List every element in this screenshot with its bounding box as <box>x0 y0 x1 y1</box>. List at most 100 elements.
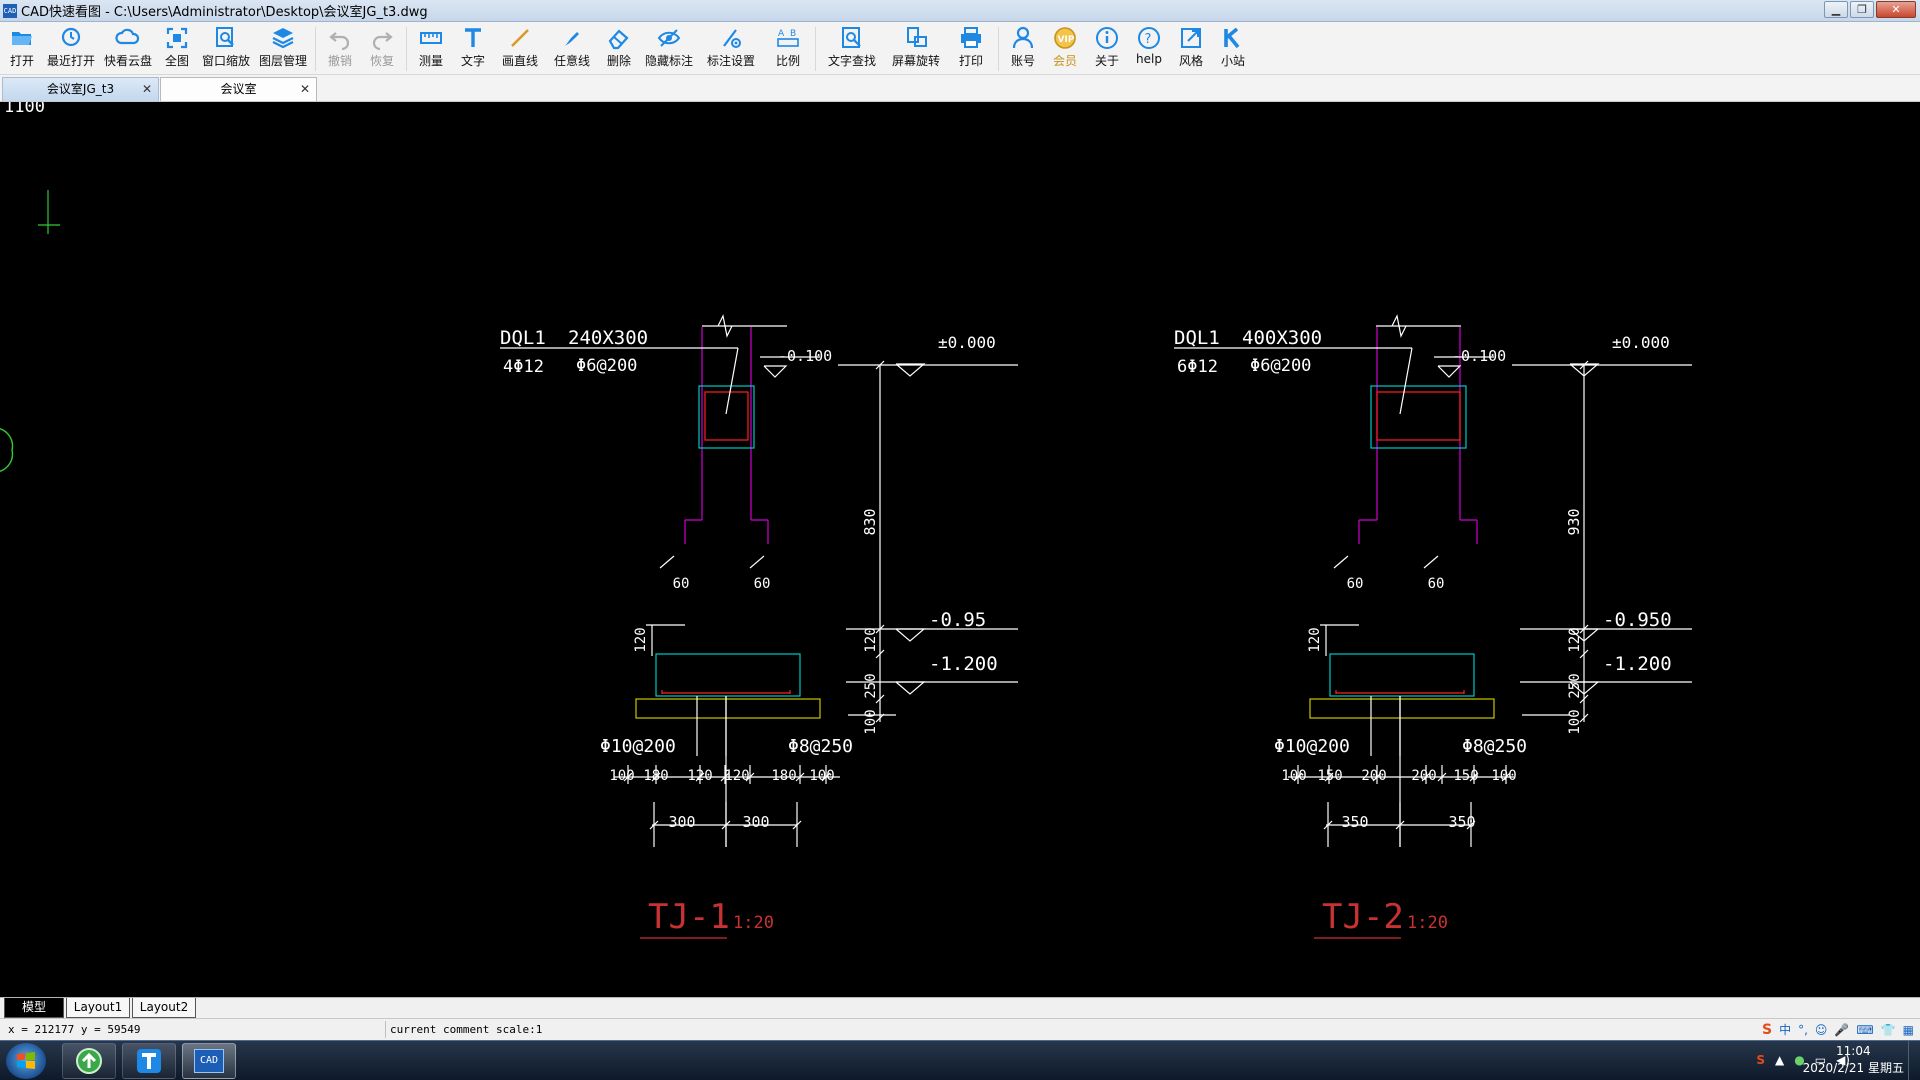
network-icon[interactable]: ▭ <box>1814 1053 1827 1067</box>
maximize-button[interactable]: ❐ <box>1850 1 1874 18</box>
windows-taskbar: CAD S ▲ ● ▭ ◀) 11:04 2020/2/21 星期五 <box>0 1040 1920 1080</box>
status-divider <box>385 1021 386 1038</box>
toolbar-button-1[interactable]: 最近打开 <box>42 22 100 75</box>
svg-text:?: ? <box>1145 32 1152 47</box>
toolbar-button-16[interactable]: 文字查找 <box>819 22 885 75</box>
vertical-dimension: 120 <box>1307 627 1323 652</box>
main-rebar-label: 4Φ12 <box>503 357 544 377</box>
dimension-value: 200 <box>1411 768 1436 784</box>
toolbar-button-6[interactable]: 撤销 <box>319 22 361 75</box>
fit-all-icon <box>164 26 190 50</box>
toolbar-button-10[interactable]: 画直线 <box>494 22 546 75</box>
footing-block <box>655 653 801 697</box>
dimension-value: 100 <box>809 768 834 784</box>
toolbar-button-14[interactable]: 标注设置 <box>698 22 764 75</box>
window-controls: ▁ ❐ ✕ <box>1824 1 1916 18</box>
dimension-tick <box>875 694 885 704</box>
toolbar-button-8[interactable]: 测量 <box>410 22 452 75</box>
toolbar-button-label: 账号 <box>1010 54 1035 68</box>
browser-icon <box>76 1048 102 1074</box>
toolbar-button-label: 关于 <box>1094 54 1119 68</box>
sogou-icon[interactable]: S <box>1761 1022 1773 1038</box>
document-tab-bar: 会议室JG_t3 ✕ 会议室 ✕ <box>0 75 1920 102</box>
doc-tab-2[interactable]: 会议室 ✕ <box>160 77 317 101</box>
toolbar-button-19[interactable]: 账号 <box>1002 22 1044 75</box>
level-zero-label: ±0.000 <box>1612 333 1670 352</box>
taskbar-app-browser[interactable] <box>62 1043 116 1079</box>
ime-skin-icon[interactable]: 👕 <box>1880 1023 1896 1037</box>
close-tab-icon[interactable]: ✕ <box>141 82 152 96</box>
dimension-value: 150 <box>1453 768 1478 784</box>
dimension-tick <box>875 649 885 659</box>
layout-tab-model[interactable]: 模型 <box>4 998 64 1018</box>
close-button[interactable]: ✕ <box>1876 1 1916 18</box>
toolbar-button-label: 会员 <box>1052 54 1077 68</box>
system-clock[interactable]: 11:04 2020/2/21 星期五 <box>1803 1043 1904 1077</box>
dimension-value: 100 <box>609 768 634 784</box>
print-icon <box>958 26 984 50</box>
footing-block <box>1329 653 1475 697</box>
toolbar-button-23[interactable]: 风格 <box>1170 22 1212 75</box>
ime-emoji-icon[interactable]: ☺ <box>1814 1023 1828 1037</box>
vertical-dimension: 250 <box>1567 673 1583 698</box>
station-icon <box>1220 26 1246 50</box>
toolbar-button-17[interactable]: 屏幕旋转 <box>885 22 947 75</box>
offset-dimension: 60 <box>754 576 771 592</box>
network-app-icon[interactable]: ● <box>1794 1053 1805 1067</box>
layout-tab-layout2[interactable]: Layout2 <box>132 998 196 1018</box>
show-desktop-button[interactable] <box>1908 1041 1920 1080</box>
ime-keyboard-icon[interactable]: ⌨ <box>1856 1023 1874 1037</box>
toolbar-button-label: 任意线 <box>553 54 590 68</box>
ime-menu-icon[interactable]: ▦ <box>1902 1023 1914 1037</box>
ime-voice-icon[interactable]: 🎤 <box>1834 1023 1850 1037</box>
dimension-value: 180 <box>771 768 796 784</box>
measure-icon <box>418 26 444 50</box>
toolbar-button-7[interactable]: 恢复 <box>361 22 403 75</box>
start-button[interactable] <box>6 1043 46 1079</box>
toolbar-button-4[interactable]: 窗口缩放 <box>198 22 254 75</box>
taskbar-app-t[interactable] <box>122 1043 176 1079</box>
toolbar-button-label: 快看云盘 <box>103 54 152 68</box>
toolbar-button-11[interactable]: 任意线 <box>546 22 598 75</box>
ime-punct-icon[interactable]: °, <box>1798 1023 1808 1037</box>
toolbar-button-22[interactable]: ? help <box>1128 22 1170 75</box>
cushion-layer <box>1309 698 1495 719</box>
toolbar-button-5[interactable]: 图层管理 <box>254 22 312 75</box>
toolbar-button-18[interactable]: 打印 <box>947 22 995 75</box>
detail-scale: 1:20 <box>733 913 774 933</box>
toolbar-button-label: 撤销 <box>327 54 352 68</box>
ime-toolbar: S 中 °, ☺ 🎤 ⌨ 👕 ▦ <box>1762 1020 1914 1040</box>
layout-tab-layout1[interactable]: Layout1 <box>66 998 130 1018</box>
sogou-tray-icon[interactable]: S <box>1756 1053 1766 1067</box>
toolbar-button-13[interactable]: 隐藏标注 <box>640 22 698 75</box>
toolbar-button-21[interactable]: 关于 <box>1086 22 1128 75</box>
show-hidden-icons-icon[interactable]: ▲ <box>1775 1053 1785 1067</box>
toolbar-button-3[interactable]: 全图 <box>156 22 198 75</box>
style-icon <box>1178 26 1204 50</box>
volume-icon[interactable]: ◀) <box>1836 1053 1850 1067</box>
minimize-button[interactable]: ▁ <box>1824 1 1848 18</box>
toolbar-separator <box>315 27 316 71</box>
cursor-coordinates: x = 212177 y = 59549 <box>8 1023 141 1036</box>
doc-tab-1[interactable]: 会议室JG_t3 ✕ <box>2 77 159 101</box>
ime-chinese-icon[interactable]: 中 <box>1779 1023 1792 1037</box>
close-tab-icon[interactable]: ✕ <box>299 82 310 96</box>
detail-title: TJ-1 <box>648 897 730 937</box>
toolbar-button-9[interactable]: 文字 <box>452 22 494 75</box>
toolbar-button-label: 全图 <box>164 54 189 68</box>
status-message: current comment scale:1 <box>390 1023 543 1036</box>
toolbar-button-2[interactable]: 快看云盘 <box>100 22 156 75</box>
dimension-tick <box>1579 360 1589 370</box>
level-marker <box>763 365 788 378</box>
toolbar-button-12[interactable]: 删除 <box>598 22 640 75</box>
toolbar-button-0[interactable]: 打开 <box>2 22 42 75</box>
vertical-dimension: 120 <box>633 627 649 652</box>
stirrup-label: Φ6@200 <box>1250 356 1311 376</box>
taskbar-app-cad[interactable]: CAD <box>182 1043 236 1079</box>
dimension-tick <box>875 360 885 370</box>
toolbar-button-label: help <box>1136 52 1162 66</box>
toolbar-button-24[interactable]: 小站 <box>1212 22 1254 75</box>
